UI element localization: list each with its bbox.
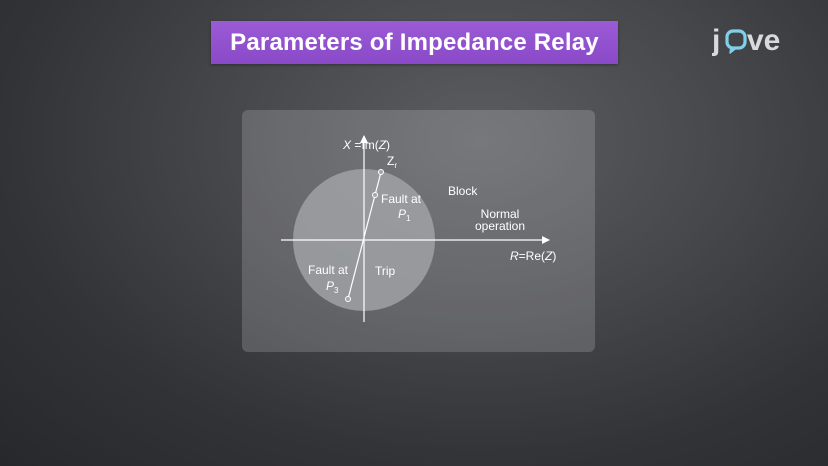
p3-point xyxy=(345,296,351,302)
jove-logo: j ve xyxy=(712,24,780,57)
logo-letters-ve: ve xyxy=(747,24,780,57)
p1-point xyxy=(372,192,378,198)
normal-operation-label-line2: operation xyxy=(475,219,525,233)
r-axis-label: R=Re(Z) xyxy=(510,249,556,263)
jove-speech-bubble-o-icon xyxy=(725,29,747,54)
fault-p3-label: Fault at xyxy=(308,263,349,277)
logo-letter-j: j xyxy=(712,24,720,57)
block-region-label: Block xyxy=(448,184,478,198)
normal-operation-label-line1: Normal xyxy=(481,207,520,221)
diagram-panel: X =Im(Z) R=Re(Z) Zr Fault at P1 Block No… xyxy=(242,110,595,352)
fault-p1-point-label: P1 xyxy=(398,207,411,223)
impedance-relay-diagram: X =Im(Z) R=Re(Z) Zr Fault at P1 Block No… xyxy=(281,135,556,322)
trip-region-label: Trip xyxy=(375,264,396,278)
fault-p3-point-label: P3 xyxy=(326,279,339,295)
page-title: Parameters of Impedance Relay xyxy=(230,28,599,56)
zr-point xyxy=(378,169,384,175)
zr-label: Zr xyxy=(387,154,397,170)
title-banner: Parameters of Impedance Relay xyxy=(211,21,618,64)
x-axis-label: X =Im(Z) xyxy=(342,138,390,152)
fault-p1-label: Fault at xyxy=(381,192,422,206)
